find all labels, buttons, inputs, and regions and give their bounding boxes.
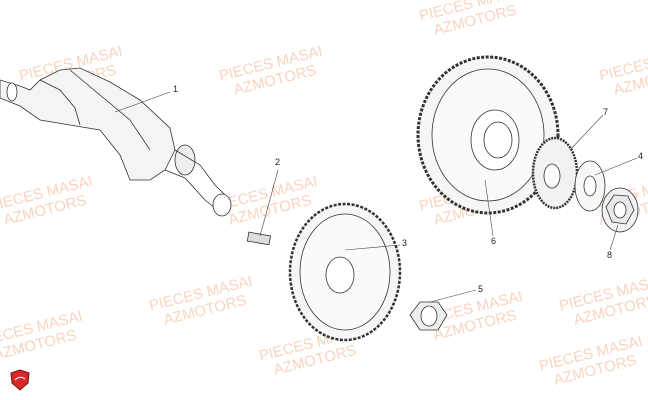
callout-4: 4 [638,151,644,161]
brand-logo-icon [10,369,30,391]
callout-2: 2 [275,157,281,167]
part-8-flange-nut [601,187,639,233]
part-4-washer [574,160,606,212]
part-6-large-gear [416,55,560,215]
callout-6: 6 [491,236,497,246]
callout-8: 8 [607,250,613,260]
part-3-gear [288,202,402,342]
part-5-nut [409,301,448,331]
callout-5: 5 [478,284,484,294]
part-1-camshaft [0,67,232,217]
callout-7: 7 [603,107,609,117]
callout-3: 3 [402,238,408,248]
leader-lines [114,91,638,303]
callout-1: 1 [173,84,179,94]
part-7-small-gear [531,136,579,210]
part-2-key [246,231,271,246]
